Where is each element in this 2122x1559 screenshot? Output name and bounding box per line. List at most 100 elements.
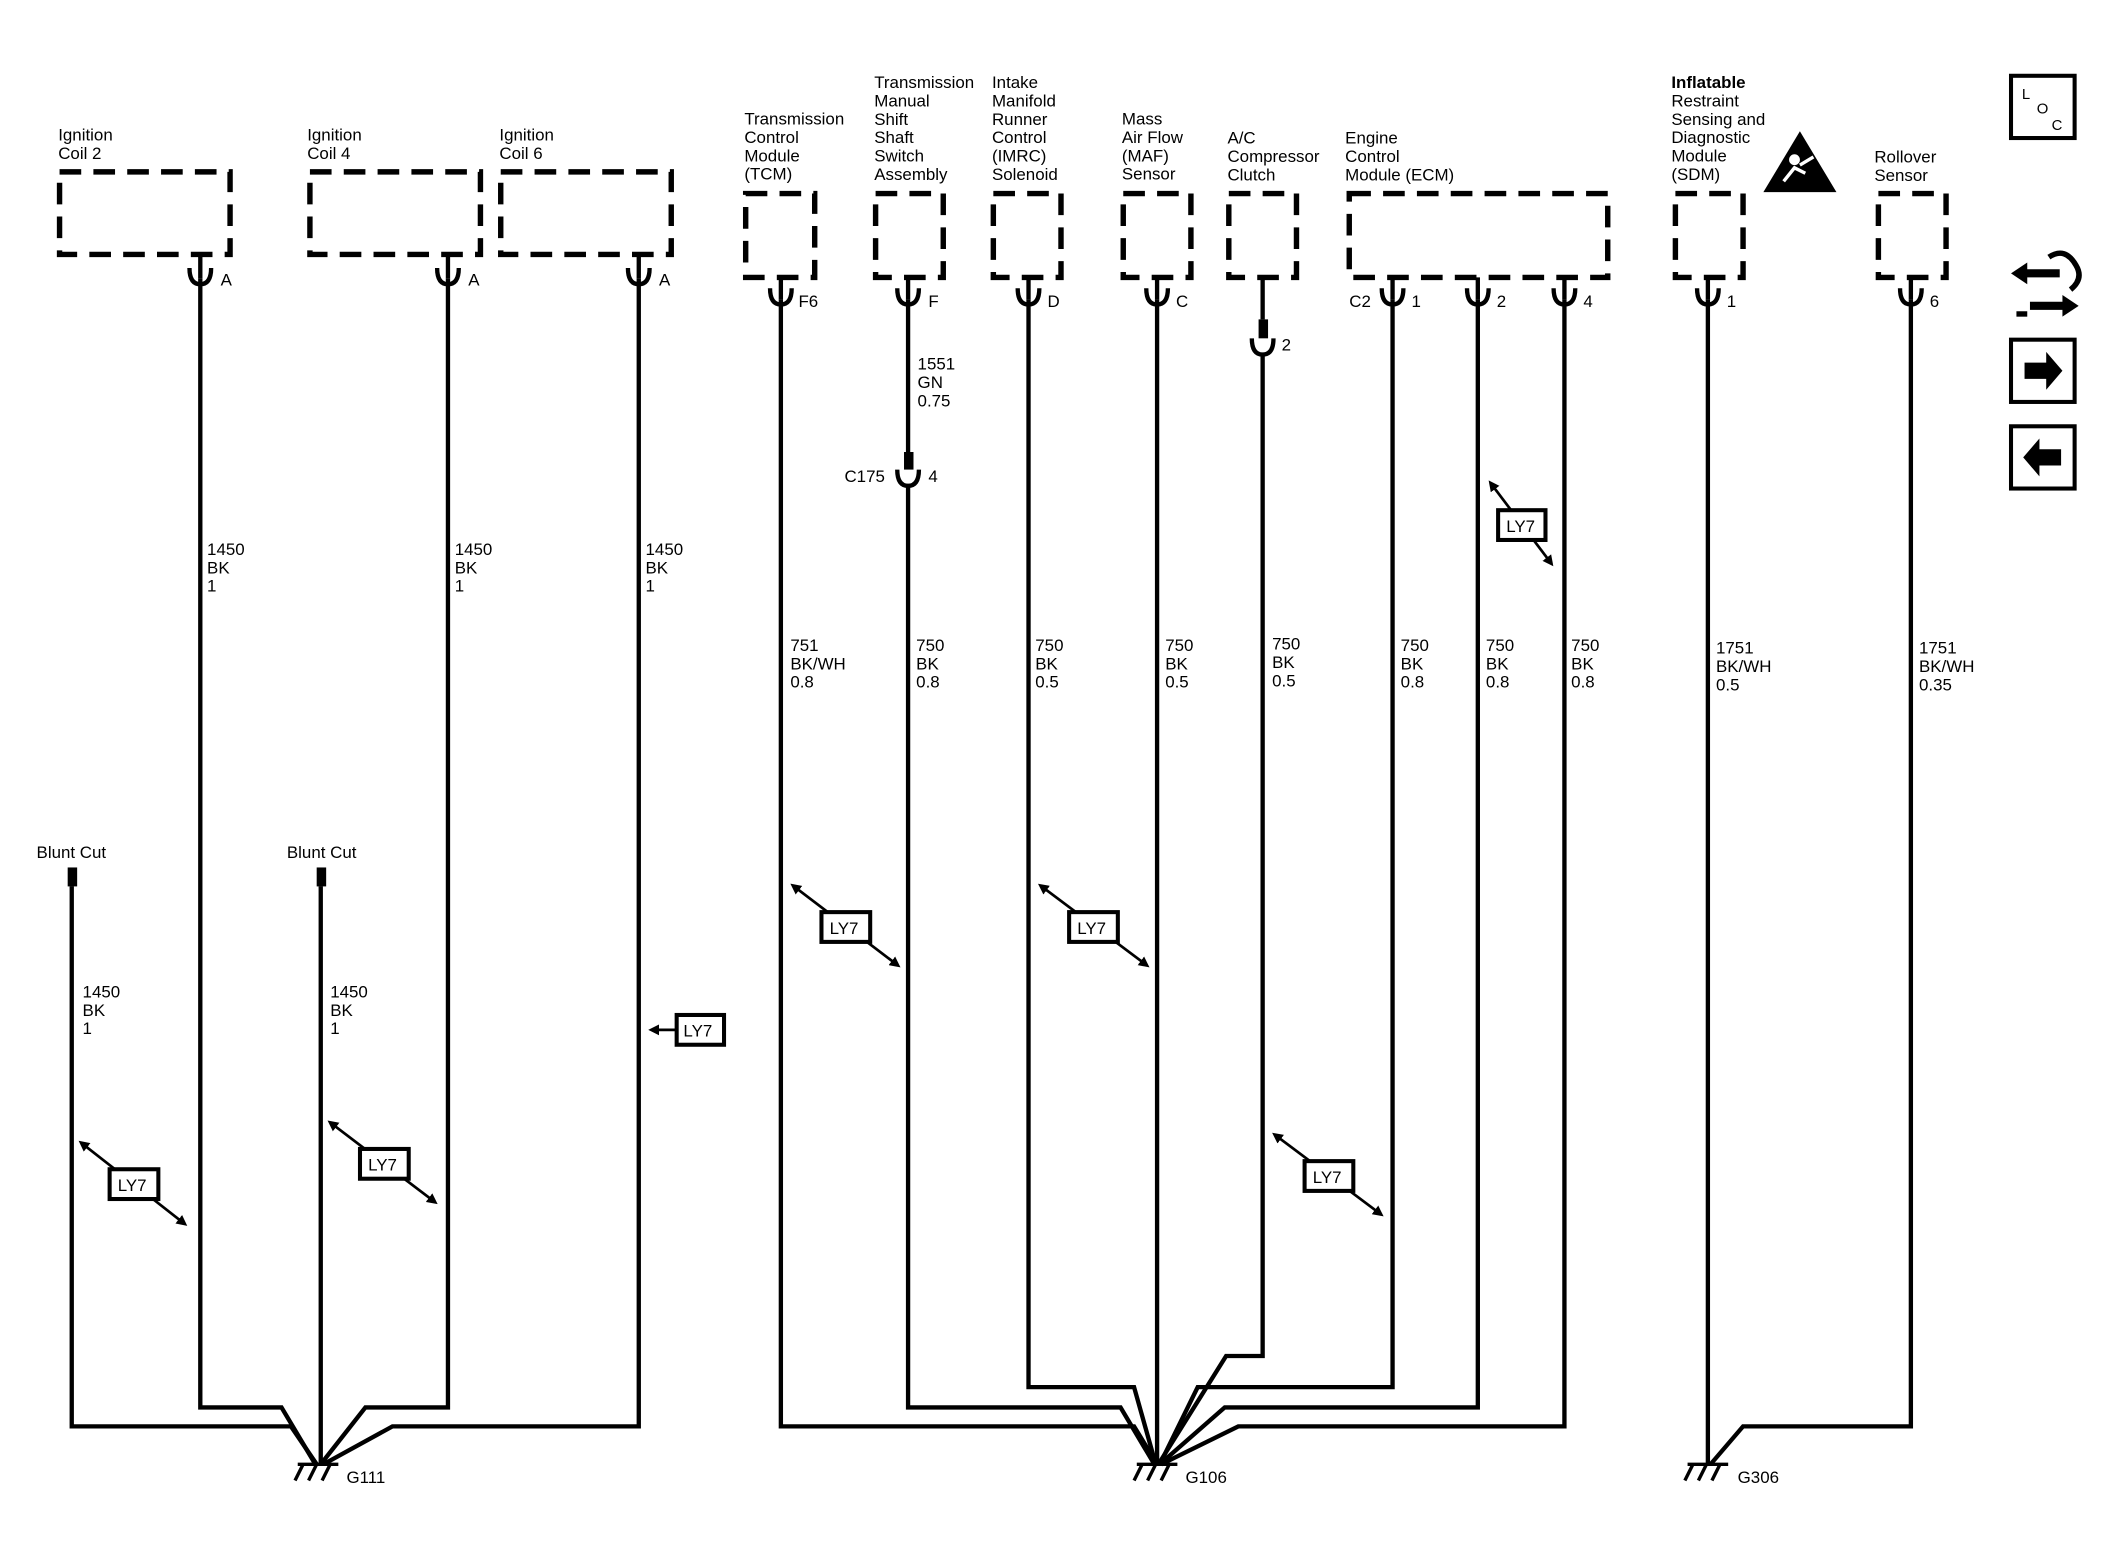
ly7-tag-4: LY7	[790, 883, 901, 968]
blunt-cut-label-1: Blunt Cut	[37, 843, 107, 862]
c175-pin-label: 4	[928, 467, 937, 486]
rollover-sensor-box	[1875, 190, 1949, 281]
svg-text:LY7: LY7	[1077, 919, 1106, 938]
wires	[69, 277, 1914, 1467]
svg-text:LY7: LY7	[1313, 1168, 1342, 1187]
ground-label-g106: G106	[1186, 1468, 1227, 1487]
blunt-cut-label-2: Blunt Cut	[287, 843, 357, 862]
ground-label-g111: G111	[346, 1468, 385, 1487]
wire-blunt-cut-1	[69, 886, 319, 1466]
component-boxes	[56, 169, 1949, 281]
wire-roll	[1708, 299, 1914, 1466]
pin-label-ign6: A	[659, 271, 671, 290]
ly7-tag-3: LY7	[648, 1012, 727, 1047]
pin-labels: A A A F6 F D C 2 C2 1 2 4 1 6 C175 4	[221, 271, 1940, 486]
airbag-warning-icon	[1763, 131, 1837, 193]
wire-ign6	[322, 278, 641, 1467]
ground-g106	[1132, 1462, 1178, 1482]
blunt-cut-stub-1	[67, 867, 78, 887]
imrc-solenoid-box	[990, 190, 1064, 281]
arrow-left-icon[interactable]	[2008, 424, 2077, 491]
wire-ign4	[319, 278, 451, 1466]
svg-text:LY7: LY7	[368, 1156, 397, 1175]
svg-text:LY7: LY7	[1506, 517, 1535, 536]
ac-clutch-box	[1226, 190, 1300, 281]
sdm-box	[1672, 190, 1746, 281]
ly7-tag-5: LY7	[1037, 883, 1150, 968]
wire-ecm2	[1158, 299, 1480, 1466]
ground-labels: G111 G106 G306	[346, 1468, 1779, 1487]
c175-connector-label: C175	[844, 467, 884, 486]
pin-label-ign2: A	[221, 271, 233, 290]
wire-tmss	[905, 485, 1157, 1466]
svg-text:O: O	[2037, 102, 2049, 118]
ignition-coil-2-box	[56, 169, 233, 258]
maf-sensor-box	[1120, 190, 1194, 281]
svg-text:LY7: LY7	[118, 1176, 147, 1195]
ly7-tag-2: LY7	[327, 1120, 438, 1205]
pin-label-roll: 6	[1930, 292, 1939, 311]
pin-label-ecm1: 1	[1412, 292, 1421, 311]
pin-label-ecm-connector: C2	[1349, 292, 1371, 311]
arrow-right-icon[interactable]	[2008, 337, 2077, 404]
pin-label-maf: C	[1176, 292, 1188, 311]
wire-tcm	[778, 299, 1159, 1466]
pin-c175	[895, 469, 922, 488]
wire-ac-lower	[1156, 354, 1265, 1466]
pin-label-ecm4: 4	[1583, 292, 1592, 311]
ly7-tag-1: LY7	[78, 1140, 188, 1226]
loc-icon[interactable]: L O C	[2008, 73, 2077, 141]
wire-ign2	[198, 278, 318, 1466]
pin-label-imrc: D	[1047, 292, 1059, 311]
ground-g306	[1683, 1462, 1729, 1482]
svg-text:L: L	[2022, 87, 2030, 103]
ly7-tag-6: LY7	[1272, 1132, 1384, 1217]
pin-ac-inline	[1249, 338, 1276, 357]
ignition-coil-4-box	[307, 169, 484, 258]
wire-ecm1	[1157, 299, 1395, 1466]
wire-ecm4	[1160, 299, 1567, 1467]
option-tags: LY7 LY7 LY7 LY7 LY7 LY7	[78, 480, 1554, 1226]
pin-label-ecm2: 2	[1497, 292, 1506, 311]
ground-label-g306: G306	[1738, 1468, 1779, 1487]
ac-inline-stub	[1258, 319, 1269, 339]
pin-label-ac: 2	[1282, 336, 1291, 355]
ecm-box	[1346, 190, 1611, 281]
c175-stub	[904, 452, 914, 470]
pin-label-sdm: 1	[1727, 292, 1736, 311]
ground-g111	[293, 1462, 339, 1482]
pin-label-tmss: F	[928, 292, 938, 311]
svg-text:C: C	[2052, 118, 2063, 134]
tcm-box	[742, 190, 818, 281]
svg-text:LY7: LY7	[830, 919, 859, 938]
pin-label-ign4: A	[468, 271, 480, 290]
pin-label-tcm: F6	[798, 292, 818, 311]
harness-route-icon[interactable]	[2011, 250, 2082, 317]
